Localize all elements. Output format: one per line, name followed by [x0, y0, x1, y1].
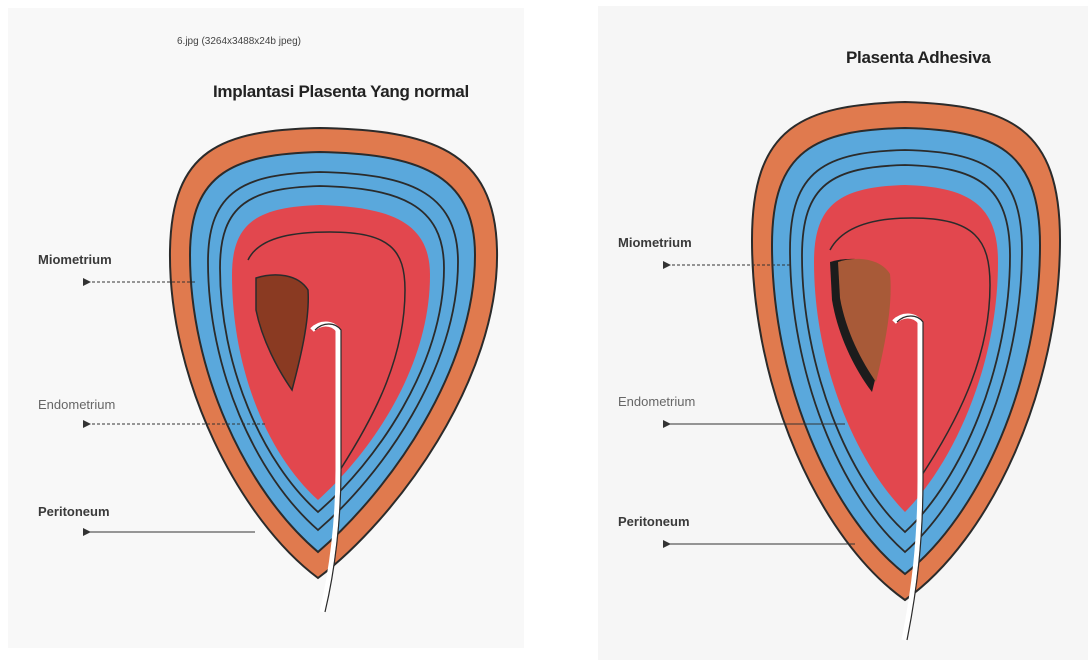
- label-endometrium-right: Endometrium: [618, 394, 695, 409]
- file-caption: 6.jpg (3264x3488x24b jpeg): [177, 36, 301, 47]
- label-peritoneum-left: Peritoneum: [38, 504, 110, 519]
- title-adhesiva: Plasenta Adhesiva: [846, 48, 991, 68]
- label-miometrium-right: Miometrium: [618, 235, 692, 250]
- label-peritoneum-right: Peritoneum: [618, 514, 690, 529]
- uterus-normal: [170, 128, 497, 612]
- uterus-adhesiva: [752, 102, 1060, 640]
- label-miometrium-left: Miometrium: [38, 252, 112, 267]
- label-endometrium-left: Endometrium: [38, 397, 115, 412]
- title-normal: Implantasi Plasenta Yang normal: [213, 82, 469, 102]
